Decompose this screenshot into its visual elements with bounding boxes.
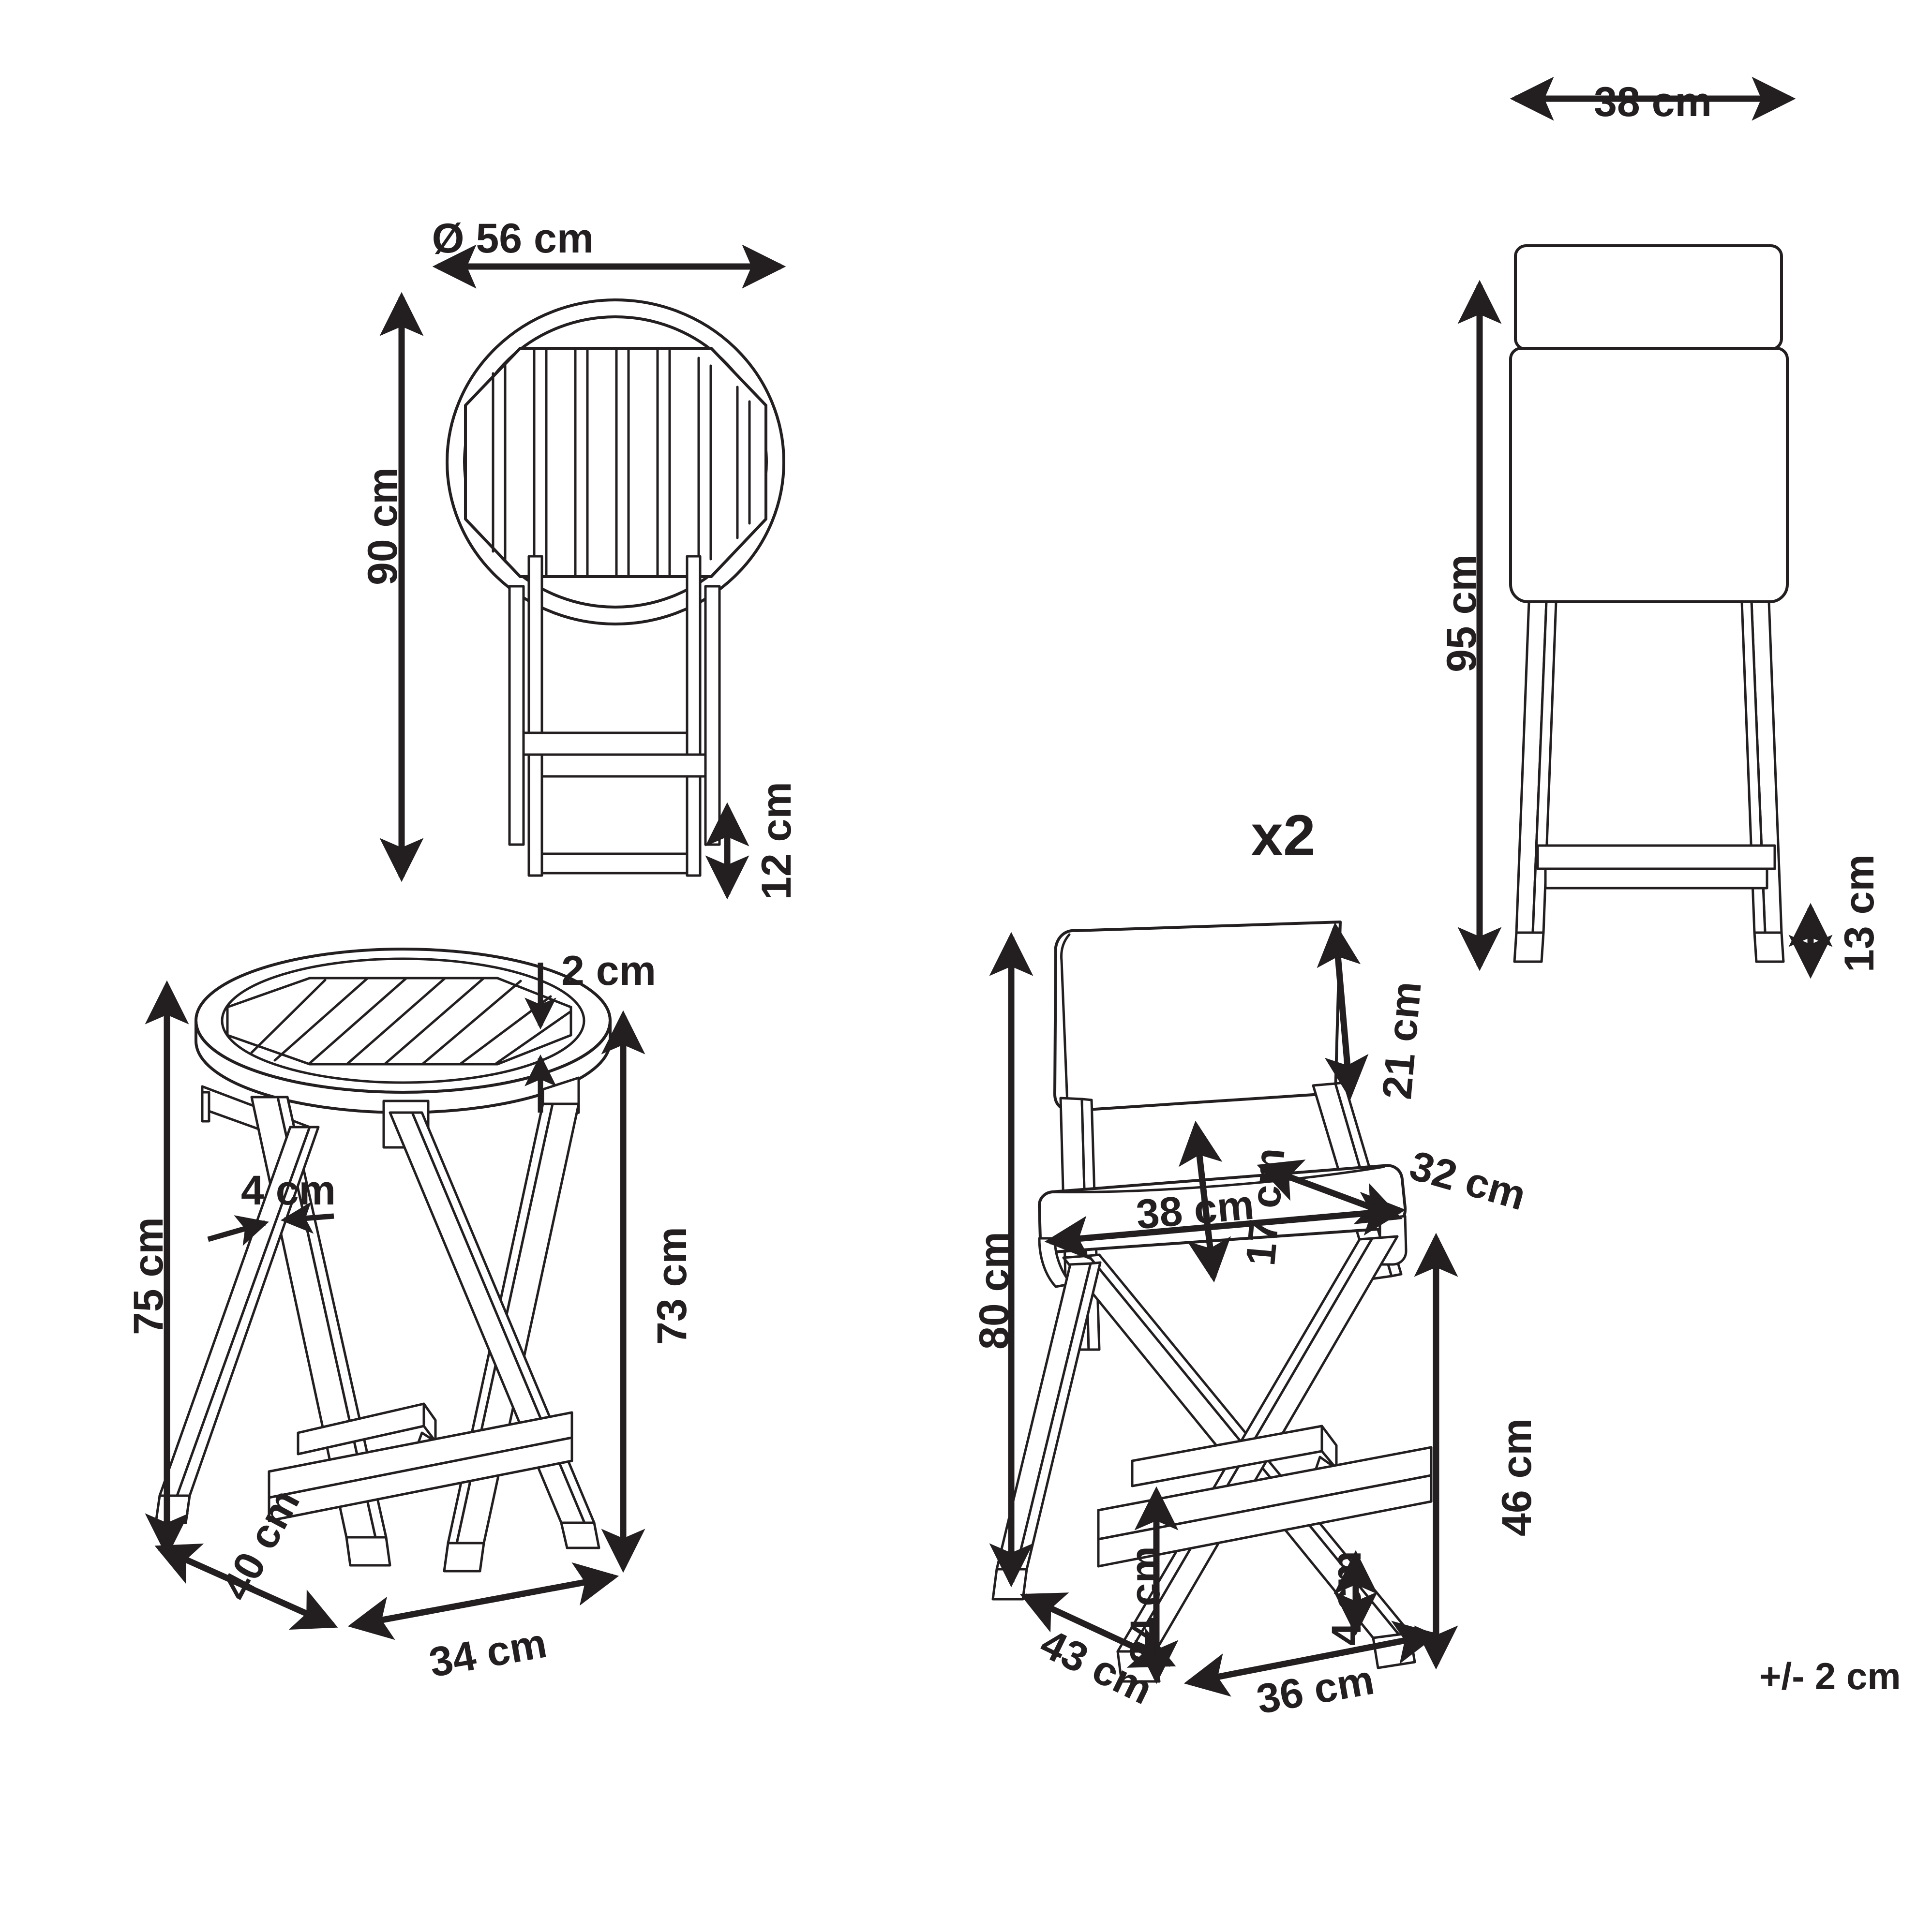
label-chair-stretcher-thickness: 4 cm xyxy=(1323,1550,1370,1646)
label-chair-total-height: 80 cm xyxy=(971,1232,1018,1350)
dimline-chair-base-depth xyxy=(1019,1592,1176,1668)
label-table-leg-width: 4 cm xyxy=(241,1167,336,1214)
label-quantity-badge: x2 xyxy=(1251,803,1316,868)
view-chair-folded xyxy=(1457,76,1833,979)
label-chair-stretcher-height: 24 cm xyxy=(1122,1546,1168,1664)
dimline-table-base-depth xyxy=(154,1543,338,1630)
label-chair-seat-height: 46 cm xyxy=(1494,1418,1540,1536)
label-chair-seat-width: 38 cm xyxy=(1134,1181,1256,1238)
dimline-chair-backrest-height xyxy=(1317,922,1369,1100)
label-chair-folded-width: 38 cm xyxy=(1594,79,1712,125)
label-table-diameter: Ø 56 cm xyxy=(432,215,594,262)
label-tolerance-note: +/- 2 cm xyxy=(1759,1655,1901,1697)
view-table-open xyxy=(145,948,645,1640)
dimline-table-leg-width-left xyxy=(207,1215,269,1246)
label-table-underside-height: 73 cm xyxy=(649,1227,695,1345)
dimline-table-leg-width-right xyxy=(280,1202,334,1234)
label-table-folded-height: 90 cm xyxy=(359,467,406,585)
label-table-total-height: 75 cm xyxy=(125,1217,172,1335)
label-table-folded-depth: 12 cm xyxy=(753,782,800,900)
dimline-chair-seat-width xyxy=(1044,1191,1406,1260)
view-chair-open xyxy=(989,921,1458,1697)
dimline-chair-base-width xyxy=(1183,1620,1439,1697)
dimline-table-base-width xyxy=(347,1562,619,1640)
label-chair-folded-height: 95 cm xyxy=(1438,554,1485,672)
label-chair-folded-depth: 13 cm xyxy=(1836,854,1883,972)
label-chair-backrest-height: 21 cm xyxy=(1373,980,1430,1101)
view-table-folded xyxy=(379,244,786,900)
label-table-top-thickness: 2 cm xyxy=(561,948,657,994)
